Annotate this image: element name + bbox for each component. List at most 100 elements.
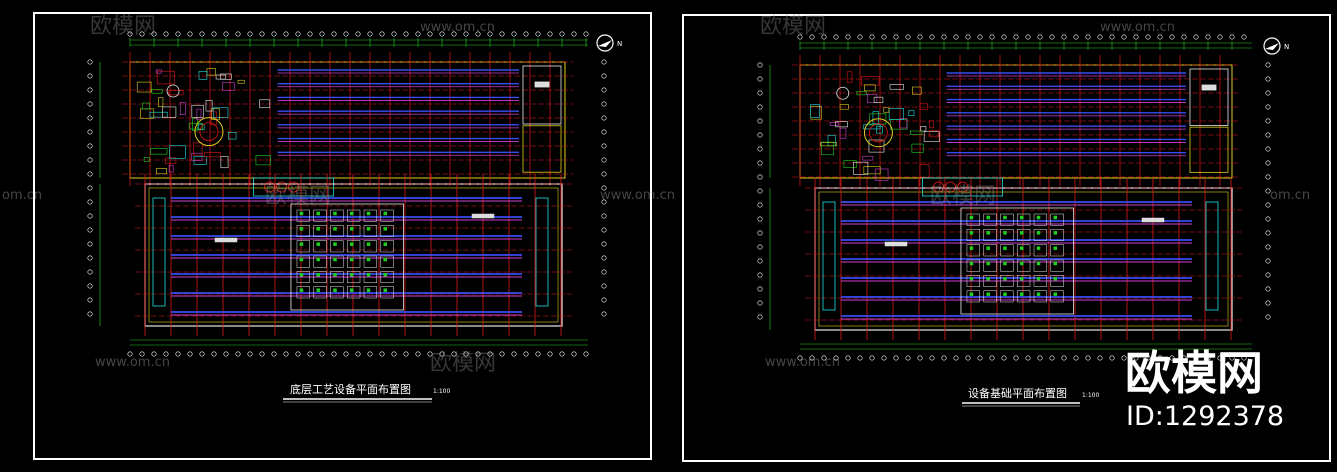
equipment-pad [313, 225, 327, 237]
axis-bubble [601, 157, 607, 163]
axis-bubble [797, 34, 803, 40]
equipment-pad [363, 286, 378, 299]
equipment-pad [1050, 290, 1064, 303]
equipment-marker [333, 242, 337, 246]
equipment-marker [1036, 277, 1041, 281]
axis-bubble [247, 351, 253, 357]
equipment-marker [986, 292, 990, 296]
north-arrow: N [596, 34, 622, 52]
axis-bubble [1181, 355, 1187, 361]
axis-bubble [415, 351, 421, 357]
equipment-block [910, 130, 923, 135]
axis-bubble [475, 351, 481, 357]
equipment-pad [296, 271, 310, 283]
axis-bubble [905, 34, 911, 40]
axis-bubble [757, 300, 763, 306]
equipment-pad [1000, 229, 1014, 241]
axis-bubble [367, 31, 373, 37]
equipment-marker [299, 211, 304, 216]
equipment-block [213, 107, 229, 118]
axis-bubble [379, 31, 385, 37]
equipment-block [863, 166, 881, 175]
equipment-pad [313, 255, 327, 268]
axis-bubble [547, 351, 553, 357]
axis-bubble [247, 31, 253, 37]
axis-bubble [1217, 355, 1223, 361]
equipment-pad [330, 240, 344, 253]
axis-bubble [757, 146, 763, 152]
equipment-block [168, 90, 184, 96]
equipment-marker [316, 227, 320, 231]
axis-bubble [941, 34, 947, 40]
axis-bubble [833, 355, 839, 361]
equipment-marker [349, 273, 354, 277]
axis-bubble [1193, 34, 1199, 40]
equipment-pad [966, 213, 980, 226]
watermark-url: www.om.cn [765, 355, 840, 370]
equipment-block [255, 155, 271, 166]
axis-bubble [1037, 355, 1043, 361]
watermark-brand: 欧模网 [265, 184, 331, 209]
tank [869, 123, 888, 143]
axis-bubble [1265, 202, 1271, 208]
equipment-block [843, 160, 857, 168]
equipment-pad [330, 225, 344, 237]
equipment-pad [296, 209, 310, 222]
axis-bubble [1205, 355, 1211, 361]
equipment-block [198, 71, 208, 80]
axis-bubble [87, 297, 93, 303]
equipment-pad [346, 271, 361, 283]
watermark-brand: 欧模网 [760, 14, 826, 39]
equipment-block [920, 126, 927, 132]
axis-bubble [1073, 355, 1079, 361]
equipment-block [188, 122, 203, 130]
equipment-pad [1000, 290, 1014, 303]
axis-bubble [187, 351, 193, 357]
equipment-block [888, 108, 904, 120]
axis-bubble [87, 255, 93, 261]
equipment-marker [1019, 277, 1024, 281]
axis-bubble [87, 73, 93, 79]
axis-bubble [463, 351, 469, 357]
axis-bubble [1217, 34, 1223, 40]
equipment-pad [1016, 275, 1031, 287]
axis-bubble [451, 31, 457, 37]
axis-bubble [127, 351, 133, 357]
axis-bubble [163, 351, 169, 357]
equipment-pad [1016, 229, 1031, 241]
equipment-block [156, 70, 175, 85]
axis-bubble [87, 241, 93, 247]
equipment-pad [966, 244, 980, 257]
equipment-marker [1053, 231, 1058, 235]
equipment-block [866, 94, 878, 103]
equipment-marker [366, 211, 371, 216]
axis-bubble [941, 355, 947, 361]
equipment-pad [1033, 275, 1048, 287]
side-tank [535, 197, 549, 307]
axis-bubble [1265, 216, 1271, 222]
axis-bubble [1229, 355, 1235, 361]
axis-bubble [989, 355, 995, 361]
equipment-marker [1003, 231, 1007, 235]
axis-bubble [1001, 355, 1007, 361]
axis-bubble [1241, 34, 1247, 40]
axis-bubble [343, 31, 349, 37]
equipment-pad [313, 240, 327, 253]
axis-bubble [1097, 355, 1103, 361]
watermark-url: www.om.cn [600, 188, 675, 203]
axis-bubble [833, 34, 839, 40]
axis-bubble [523, 31, 529, 37]
axis-bubble [869, 355, 875, 361]
equipment-pad [966, 290, 980, 303]
axis-bubble [601, 59, 607, 65]
axis-bubble [953, 355, 959, 361]
equipment-block [259, 99, 271, 109]
north-arrow: N [1263, 37, 1289, 55]
equipment-block [846, 71, 853, 83]
axis-bubble [583, 351, 589, 357]
axis-bubble [1001, 34, 1007, 40]
watermark-url: om.cn [2, 188, 42, 203]
axis-bubble [757, 118, 763, 124]
equipment-pad [380, 255, 394, 268]
axis-bubble [757, 174, 763, 180]
